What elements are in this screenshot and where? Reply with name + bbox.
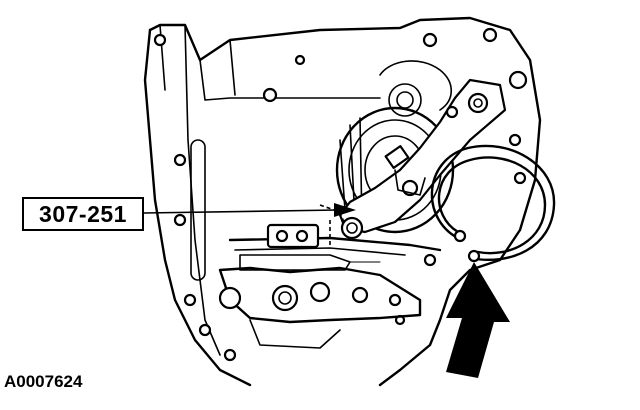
callout-leader (143, 203, 356, 217)
flange-bolts (153, 27, 528, 362)
lower-linkage (218, 223, 442, 349)
tool-number-callout: 307-251 (22, 197, 144, 231)
figure-id: A0007624 (4, 372, 83, 391)
tool-number-label: 307-251 (39, 200, 127, 227)
large-arrow (446, 262, 510, 378)
snap-ring (430, 144, 556, 263)
case-slot (190, 139, 206, 281)
tool-307-251 (338, 78, 507, 240)
upper-boss (379, 60, 453, 117)
